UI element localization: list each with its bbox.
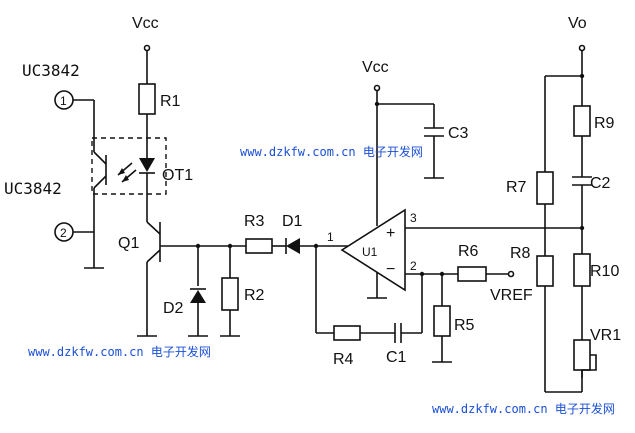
r9-body <box>573 105 591 137</box>
resistor-r7: R7 <box>506 76 554 256</box>
d2-icon <box>190 290 206 303</box>
u1-label: U1 <box>362 245 378 259</box>
r8-label: R8 <box>510 245 531 262</box>
potentiometer-vr1: VR1 <box>573 327 621 392</box>
resistor-r3: R3 <box>244 213 286 254</box>
r4-body <box>333 325 361 341</box>
watermark-right: www.dzkfw.com.cn 电子开发网 <box>432 401 615 416</box>
r10-body <box>573 253 591 287</box>
vcc-left-terminal <box>143 44 151 52</box>
r10-label: R10 <box>590 263 619 280</box>
vcc-mid-terminal <box>373 84 381 92</box>
resistor-r1: R1 <box>138 83 181 158</box>
q1-label: Q1 <box>118 235 139 252</box>
arrow-head-icon <box>118 168 125 175</box>
feedback-network: R4 C1 <box>313 243 425 368</box>
diode-d2: D2 <box>163 243 208 337</box>
vref-terminal <box>507 270 515 278</box>
r1-body <box>138 83 156 115</box>
uc3842-top-label: UC3842 <box>22 61 80 80</box>
pin2-opamp-label: 2 <box>410 259 417 273</box>
q1-emitter <box>146 249 161 263</box>
opamp-u1: U1 + − 1 3 2 <box>327 208 582 299</box>
vo-label: Vo <box>568 15 587 32</box>
watermark-left: www.dzkfw.com.cn 电子开发网 <box>28 344 211 359</box>
pin2-label: 2 <box>60 226 67 240</box>
capacitor-c3: C3 <box>424 125 469 179</box>
c3-label: C3 <box>448 125 469 142</box>
junction-dot <box>579 225 585 231</box>
r3-body <box>245 238 273 254</box>
r4-label: R4 <box>333 351 354 368</box>
r2-label: R2 <box>244 287 265 304</box>
resistor-r2: R2 <box>220 243 265 337</box>
optocoupler-box <box>91 137 167 195</box>
junction-dot <box>419 271 425 277</box>
r5-label: R5 <box>454 317 475 334</box>
plus-sign: + <box>386 225 395 242</box>
r6-body <box>457 266 487 282</box>
vr1-label: VR1 <box>590 327 621 344</box>
wire <box>93 175 107 189</box>
r7-label: R7 <box>506 179 527 196</box>
capacitor-c2: C2 <box>572 175 611 254</box>
ot1-label: OT1 <box>162 167 193 184</box>
resistor-r8: R8 <box>510 245 582 393</box>
resistor-r6: R6 VREF <box>457 243 533 304</box>
r1-label: R1 <box>160 93 181 110</box>
r3-label: R3 <box>244 213 265 230</box>
d1-icon <box>286 238 300 254</box>
pin1-label: 1 <box>60 94 67 108</box>
optocoupler-ot1: OT1 <box>91 137 193 200</box>
pin3-label: 3 <box>410 211 417 225</box>
vr1-body <box>573 339 591 371</box>
vref-label: VREF <box>490 287 533 304</box>
c1-label: C1 <box>386 349 407 366</box>
node1-label: 1 <box>327 230 334 244</box>
resistor-r5: R5 <box>432 271 475 363</box>
resistor-r10: R10 <box>573 253 619 340</box>
vcc-mid-label: Vcc <box>362 59 389 76</box>
resistor-r9: R9 <box>573 105 615 177</box>
uc3842-mid-label: UC3842 <box>4 179 62 198</box>
arrow-head-icon <box>122 175 129 182</box>
transistor-q1: Q1 <box>118 200 246 337</box>
opamp-body <box>340 208 406 292</box>
vo-supply: Vo <box>545 15 587 106</box>
minus-sign: − <box>386 261 395 278</box>
wire <box>93 151 107 165</box>
r5-body <box>433 305 451 337</box>
vcc-mid-supply: Vcc <box>362 59 435 226</box>
c2-label: C2 <box>590 175 611 192</box>
vo-terminal <box>578 44 586 52</box>
q1-collector <box>146 221 161 235</box>
led-icon <box>139 158 155 172</box>
r8-body <box>536 255 554 287</box>
d2-label: D2 <box>163 300 184 317</box>
r2-body <box>221 277 239 311</box>
uc3842-connections: UC3842 UC3842 1 2 <box>4 61 104 269</box>
watermark-top: www.dzkfw.com.cn 电子开发网 <box>240 144 423 159</box>
vcc-left-supply: Vcc <box>132 15 159 84</box>
r6-label: R6 <box>458 243 479 260</box>
d1-label: D1 <box>282 213 303 230</box>
vcc-left-label: Vcc <box>132 15 159 32</box>
r7-body <box>536 171 554 205</box>
r9-label: R9 <box>594 115 615 132</box>
